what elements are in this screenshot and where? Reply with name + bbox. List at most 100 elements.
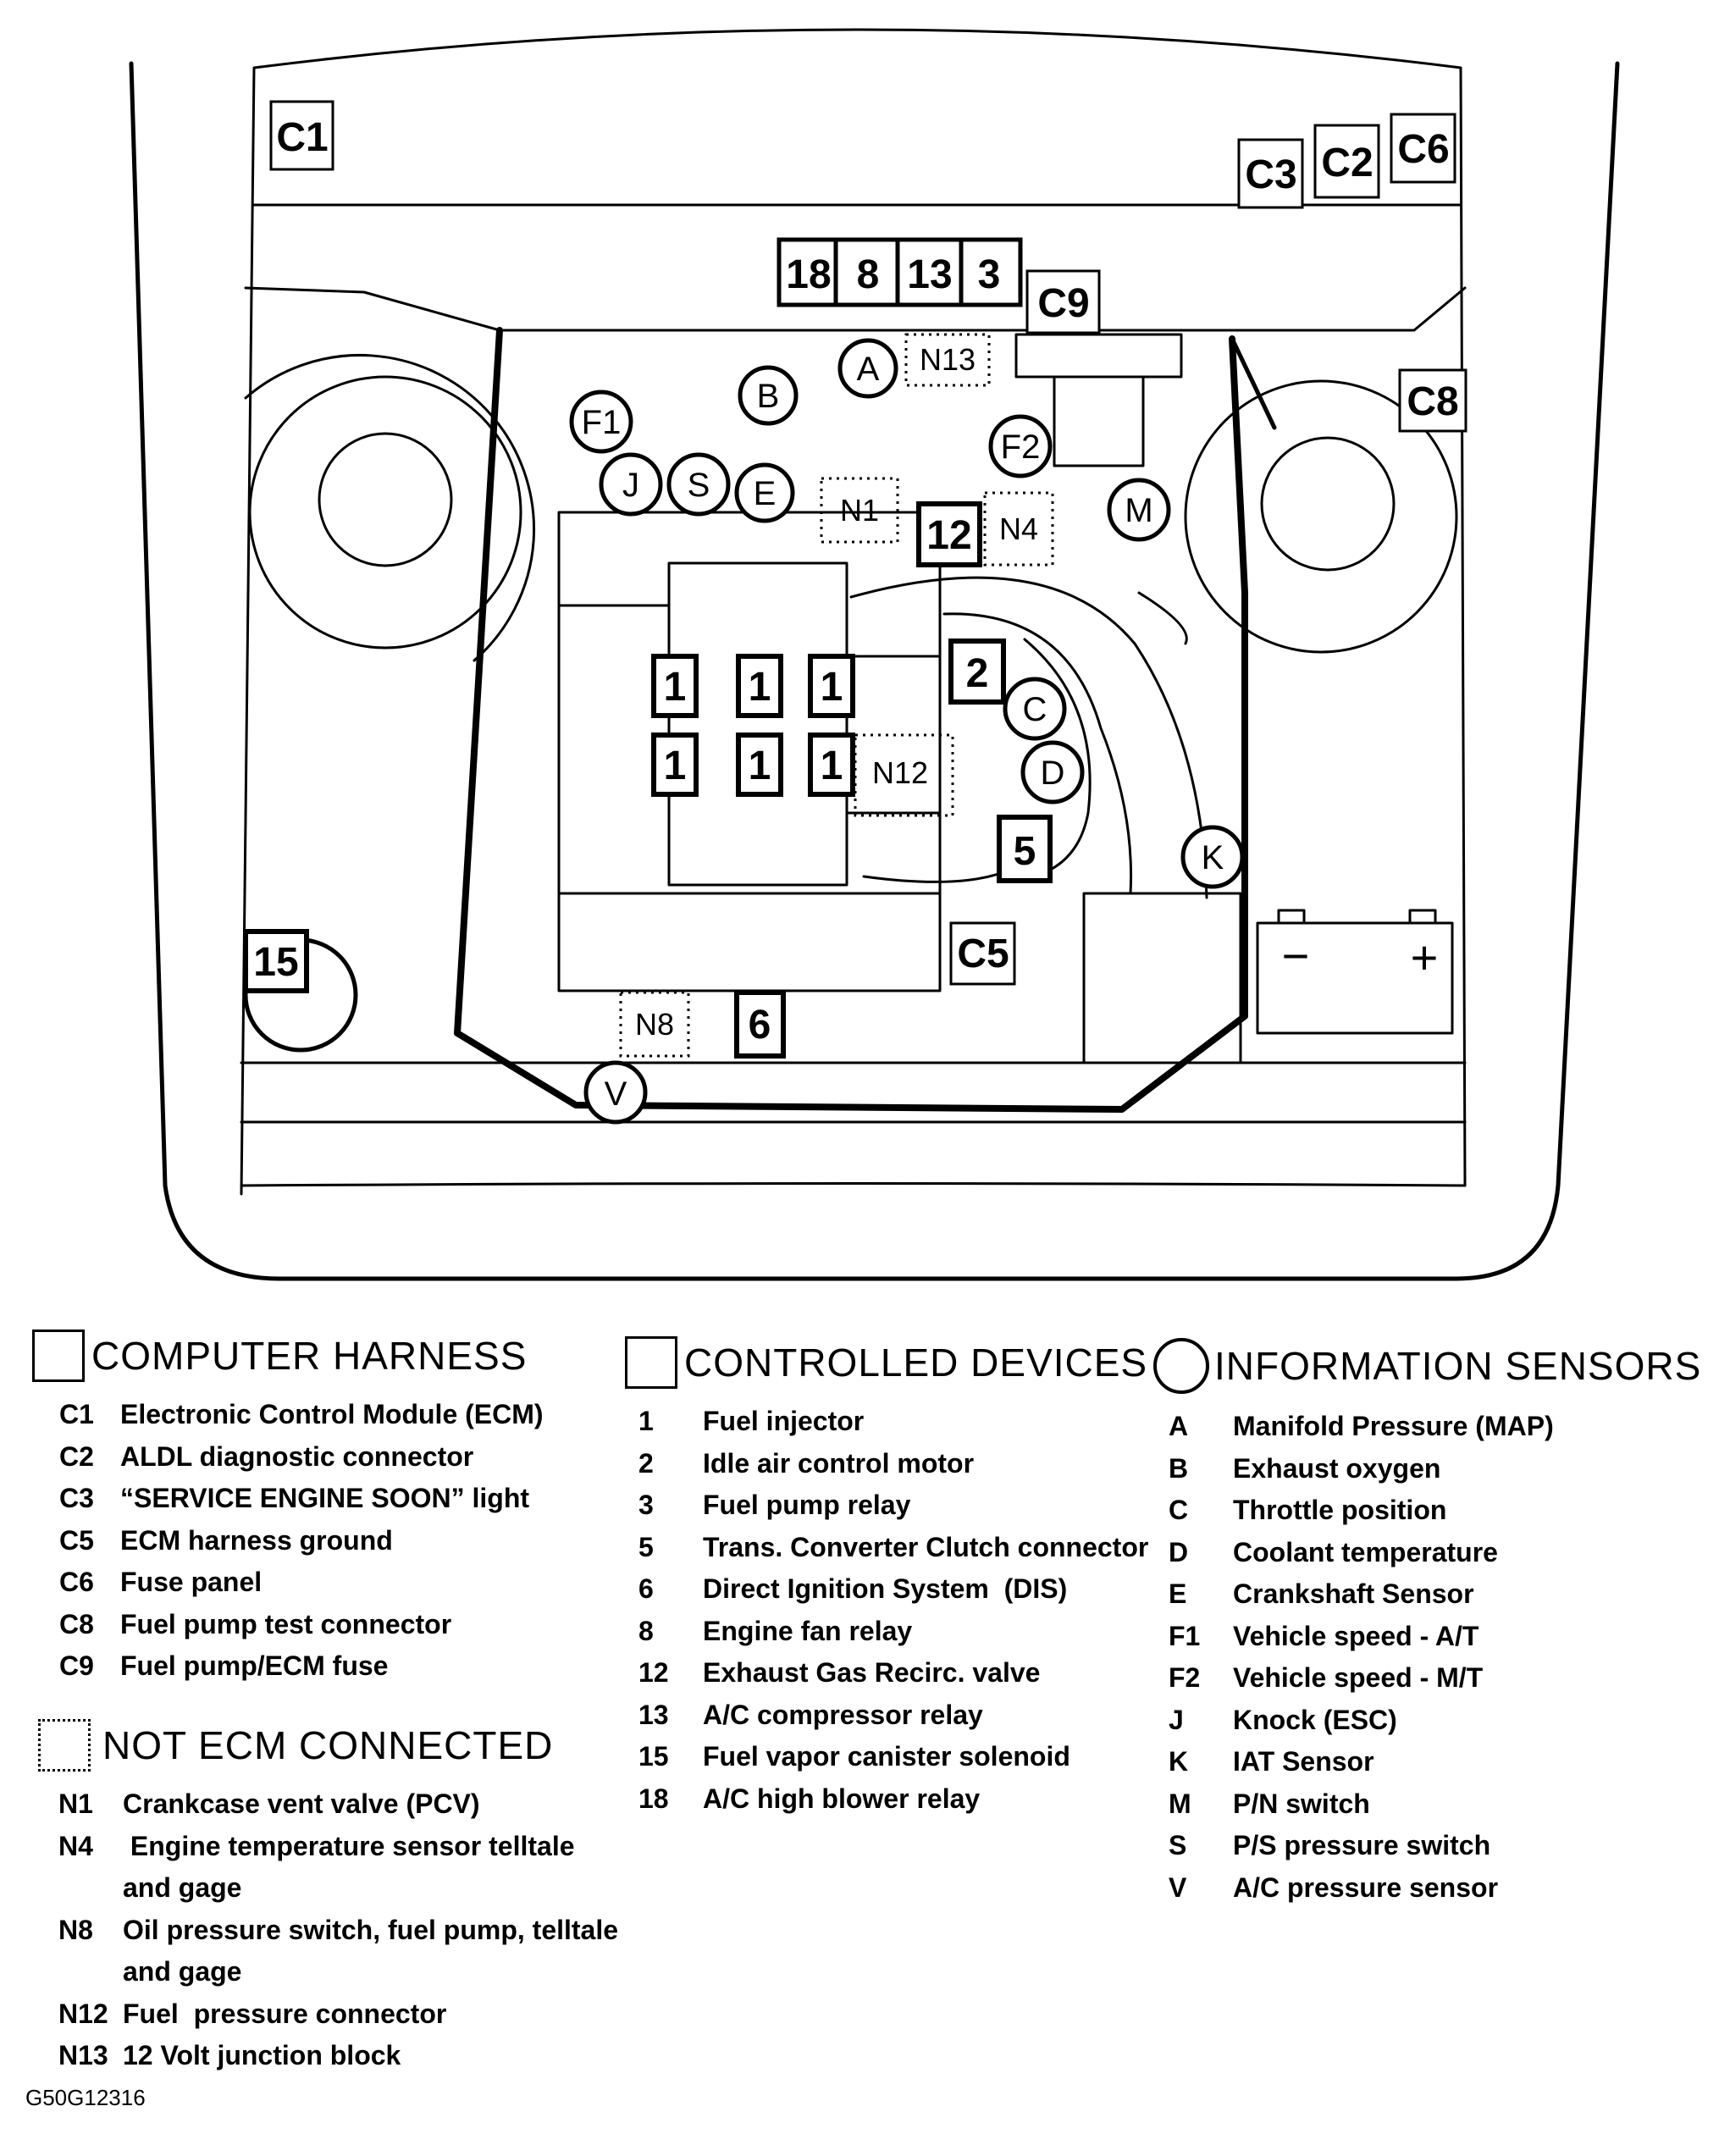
legend-item-text: A/C high blower relay bbox=[703, 1783, 981, 1814]
dotted-square-icon bbox=[38, 1719, 91, 1772]
legend-item-code: C3 bbox=[59, 1483, 94, 1514]
sensor-v-label: V bbox=[605, 1075, 627, 1113]
device-6 bbox=[734, 990, 786, 1059]
legend-item-code: 12 bbox=[638, 1657, 669, 1689]
legend-item: C3“SERVICE ENGINE SOON” light bbox=[59, 1478, 544, 1520]
square-thick-icon bbox=[625, 1336, 677, 1389]
sensor-c-label: C bbox=[1023, 691, 1047, 728]
legend-item: C8 Fuel pump test connector bbox=[59, 1604, 544, 1646]
legend-item-code: N8 bbox=[58, 1914, 93, 1945]
legend-item-code: N1 bbox=[58, 1788, 93, 1820]
legend-information-sensors-title: INFORMATION SENSORS bbox=[1214, 1344, 1702, 1388]
sensor-d bbox=[1020, 740, 1085, 804]
device-2 bbox=[948, 639, 1006, 705]
sensor-f2-label: F2 bbox=[1001, 428, 1041, 466]
legend-computer-harness-title: COMPUTER HARNESS bbox=[91, 1334, 528, 1378]
legend-item-text: Vehicle speed - A/T bbox=[1233, 1620, 1479, 1651]
legend-item-text: Fuel pressure connector bbox=[123, 1998, 447, 2029]
legend-item-text: ALDL diagnostic connector bbox=[120, 1440, 474, 1472]
device-6-label: 6 bbox=[749, 1003, 771, 1048]
legend-item-text: Knock (ESC) bbox=[1233, 1704, 1397, 1735]
dotted-n12-label: N12 bbox=[872, 755, 928, 790]
sensor-m-label: M bbox=[1125, 492, 1152, 529]
sensor-j-label: J bbox=[622, 467, 639, 504]
legend-item-text: 12 Volt junction block bbox=[123, 2040, 401, 2071]
left-strut-tower-outline bbox=[244, 354, 536, 662]
connector-c5-label: C5 bbox=[957, 932, 1009, 976]
sensor-f1-label: F1 bbox=[582, 404, 622, 441]
legend-item-text: Fuel injector bbox=[703, 1406, 865, 1437]
device-15-label: 15 bbox=[253, 940, 298, 985]
left-strut-tower bbox=[248, 375, 522, 650]
legend-item-text: Fuel pump test connector bbox=[120, 1608, 452, 1639]
legend-item-text: and gage bbox=[123, 1872, 242, 1904]
legend-item-code: C5 bbox=[59, 1524, 94, 1556]
connector-c6 bbox=[1390, 113, 1456, 184]
sensor-j bbox=[599, 452, 663, 517]
legend-item-text: Electronic Control Module (ECM) bbox=[120, 1399, 544, 1430]
sensor-a-label: A bbox=[857, 351, 880, 388]
vehicle-body-outline bbox=[129, 61, 1620, 1281]
wiring-harness-loop bbox=[454, 327, 1248, 1113]
legend-item-code: J bbox=[1169, 1704, 1184, 1735]
device-1-d-label: 1 bbox=[664, 744, 687, 788]
sensor-f1 bbox=[569, 390, 633, 454]
device-1-d bbox=[651, 732, 699, 797]
legend-item: 12 Exhaust Gas Recirc. valve bbox=[638, 1652, 1148, 1694]
device-1-f-label: 1 bbox=[821, 744, 843, 788]
legend-item-code: C9 bbox=[59, 1650, 94, 1682]
legend-item-text: Fuse panel bbox=[120, 1567, 263, 1598]
legend-item-code: C bbox=[1169, 1495, 1189, 1526]
sensor-k-label: K bbox=[1202, 839, 1224, 876]
legend-item-text: Trans. Converter Clutch connector bbox=[703, 1531, 1149, 1562]
legend-item: and gage bbox=[58, 1951, 618, 1993]
legend-item-code: V bbox=[1169, 1871, 1187, 1903]
legend-item-text: Throttle position bbox=[1233, 1495, 1447, 1526]
dotted-n1-label: N1 bbox=[840, 493, 879, 528]
sensor-a bbox=[837, 338, 898, 399]
relay-18-label: 18 bbox=[786, 252, 831, 297]
legend-item-code: K bbox=[1169, 1746, 1189, 1777]
legend-item-code: 3 bbox=[638, 1490, 654, 1521]
legend-item-code: C8 bbox=[59, 1608, 94, 1639]
legend-item-text: Fuel pump/ECM fuse bbox=[120, 1650, 389, 1682]
sensor-b bbox=[738, 365, 799, 426]
legend-item-code: 13 bbox=[638, 1699, 669, 1730]
legend-controlled-devices-heading: CONTROLLED DEVICES bbox=[625, 1336, 1148, 1389]
battery bbox=[1256, 921, 1454, 1035]
device-12 bbox=[916, 501, 982, 567]
legend-not-ecm-heading: NOT ECM CONNECTED bbox=[38, 1719, 618, 1772]
legend-item-text: Oil pressure switch, fuel pump, telltale bbox=[123, 1914, 619, 1945]
connector-c1-label: C1 bbox=[276, 115, 328, 160]
device-1-b bbox=[736, 654, 783, 718]
device-1-f bbox=[808, 732, 855, 797]
device-1-b-label: 1 bbox=[749, 665, 771, 710]
sensor-d-label: D bbox=[1041, 755, 1065, 792]
sensor-f2 bbox=[988, 414, 1053, 478]
legend-item-text: Exhaust Gas Recirc. valve bbox=[703, 1657, 1041, 1689]
device-1-a bbox=[651, 654, 699, 718]
sensor-s-label: S bbox=[688, 467, 710, 504]
legend-item-text: and gage bbox=[123, 1956, 242, 1987]
connector-c9 bbox=[1025, 269, 1101, 334]
legend-item-code: C2 bbox=[59, 1440, 94, 1472]
legend-item-code: B bbox=[1169, 1452, 1189, 1484]
